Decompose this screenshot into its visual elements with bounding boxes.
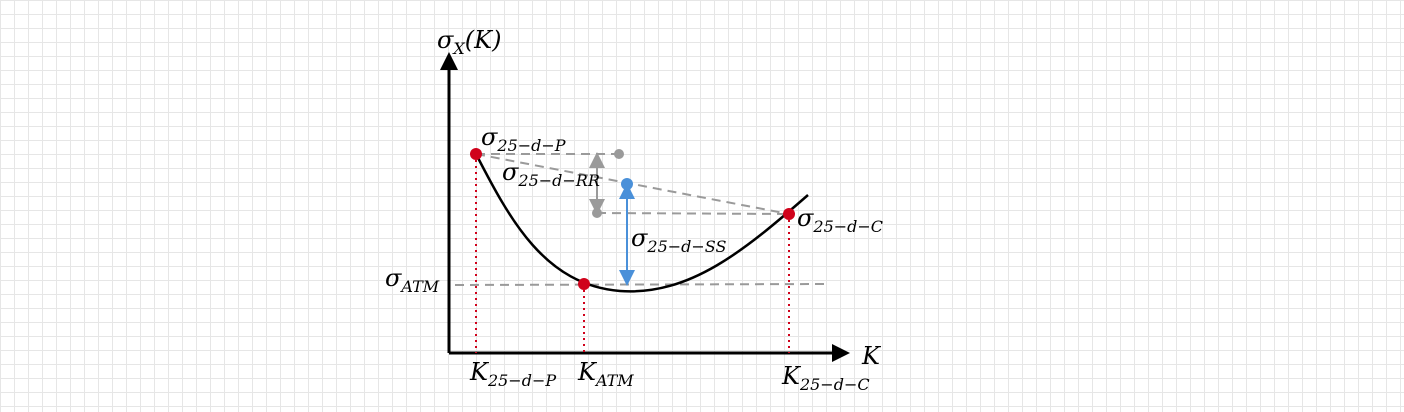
rr-midpoint	[621, 178, 633, 190]
gray-point-call-level	[592, 208, 602, 218]
atm-point	[578, 278, 590, 290]
x-axis-arrowhead-icon	[832, 344, 850, 362]
k-call-label: K25−d−C	[781, 362, 870, 394]
sigma-put-label: σ25−d−P	[481, 123, 566, 155]
call-level-guide	[596, 212, 790, 215]
y-axis-label: σX(K)	[437, 26, 501, 58]
put-call-chord	[475, 153, 790, 215]
gray-point-put-level	[614, 149, 624, 159]
sigma-call-label: σ25−d−C	[797, 204, 883, 236]
put-point	[470, 148, 482, 160]
y-axis-arrowhead-icon	[440, 52, 458, 70]
sigma-rr-label: σ25−d−RR	[502, 158, 600, 190]
k-atm-label: KATM	[577, 358, 634, 390]
smile-curve	[474, 153, 809, 293]
x-axis-label: K	[861, 342, 882, 370]
atm-level-guide	[454, 283, 831, 286]
sigma-ss-label: σ25−d−SS	[631, 224, 726, 256]
k-put-label: K25−d−P	[469, 358, 556, 390]
sigma-atm-label: σATM	[385, 264, 440, 296]
call-point	[783, 208, 795, 220]
